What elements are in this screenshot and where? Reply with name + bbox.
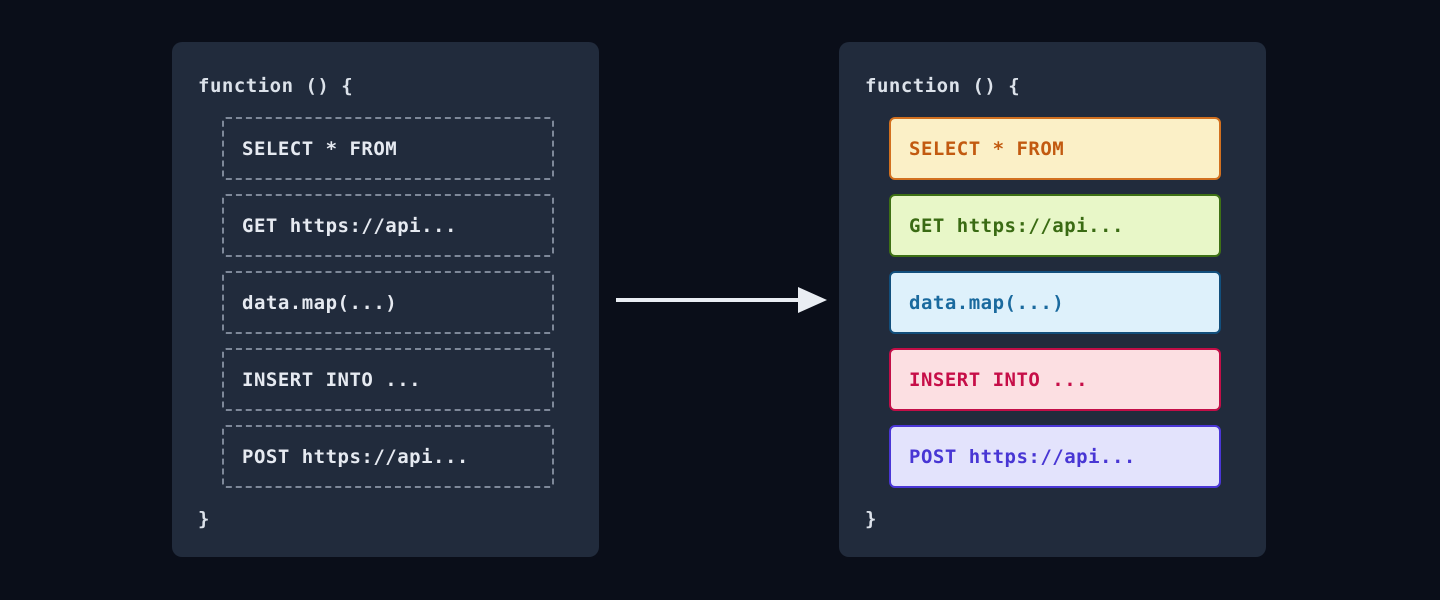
code-line-box-get: GET https://api... <box>222 194 554 257</box>
code-line-label: SELECT * FROM <box>909 137 1065 160</box>
function-open-line: function () { <box>198 75 354 97</box>
code-line-box-get-http: GET https://api... <box>889 194 1221 257</box>
function-close-line: } <box>198 508 210 530</box>
categorized-code-panel: function () { SELECT * FROM GET https://… <box>839 42 1266 557</box>
code-line-label: INSERT INTO ... <box>909 368 1089 391</box>
code-line-box-post-http: POST https://api... <box>889 425 1221 488</box>
code-line-box-post: POST https://api... <box>222 425 554 488</box>
function-close-line: } <box>865 508 877 530</box>
code-line-box-select-sql: SELECT * FROM <box>889 117 1221 180</box>
function-open-line: function () { <box>865 75 1021 97</box>
code-line-box-map: data.map(...) <box>222 271 554 334</box>
code-line-label: POST https://api... <box>909 445 1136 468</box>
source-code-panel: function () { SELECT * FROM GET https://… <box>172 42 599 557</box>
code-line-box-map-js: data.map(...) <box>889 271 1221 334</box>
code-line-box-insert-sql: INSERT INTO ... <box>889 348 1221 411</box>
code-line-label: SELECT * FROM <box>242 137 398 160</box>
code-line-label: POST https://api... <box>242 445 469 468</box>
code-line-label: GET https://api... <box>909 214 1124 237</box>
code-line-label: INSERT INTO ... <box>242 368 422 391</box>
code-line-label: GET https://api... <box>242 214 457 237</box>
code-line-label: data.map(...) <box>909 291 1065 314</box>
code-line-box-select: SELECT * FROM <box>222 117 554 180</box>
arrow-right-icon <box>616 287 827 313</box>
code-line-box-insert: INSERT INTO ... <box>222 348 554 411</box>
code-line-label: data.map(...) <box>242 291 398 314</box>
